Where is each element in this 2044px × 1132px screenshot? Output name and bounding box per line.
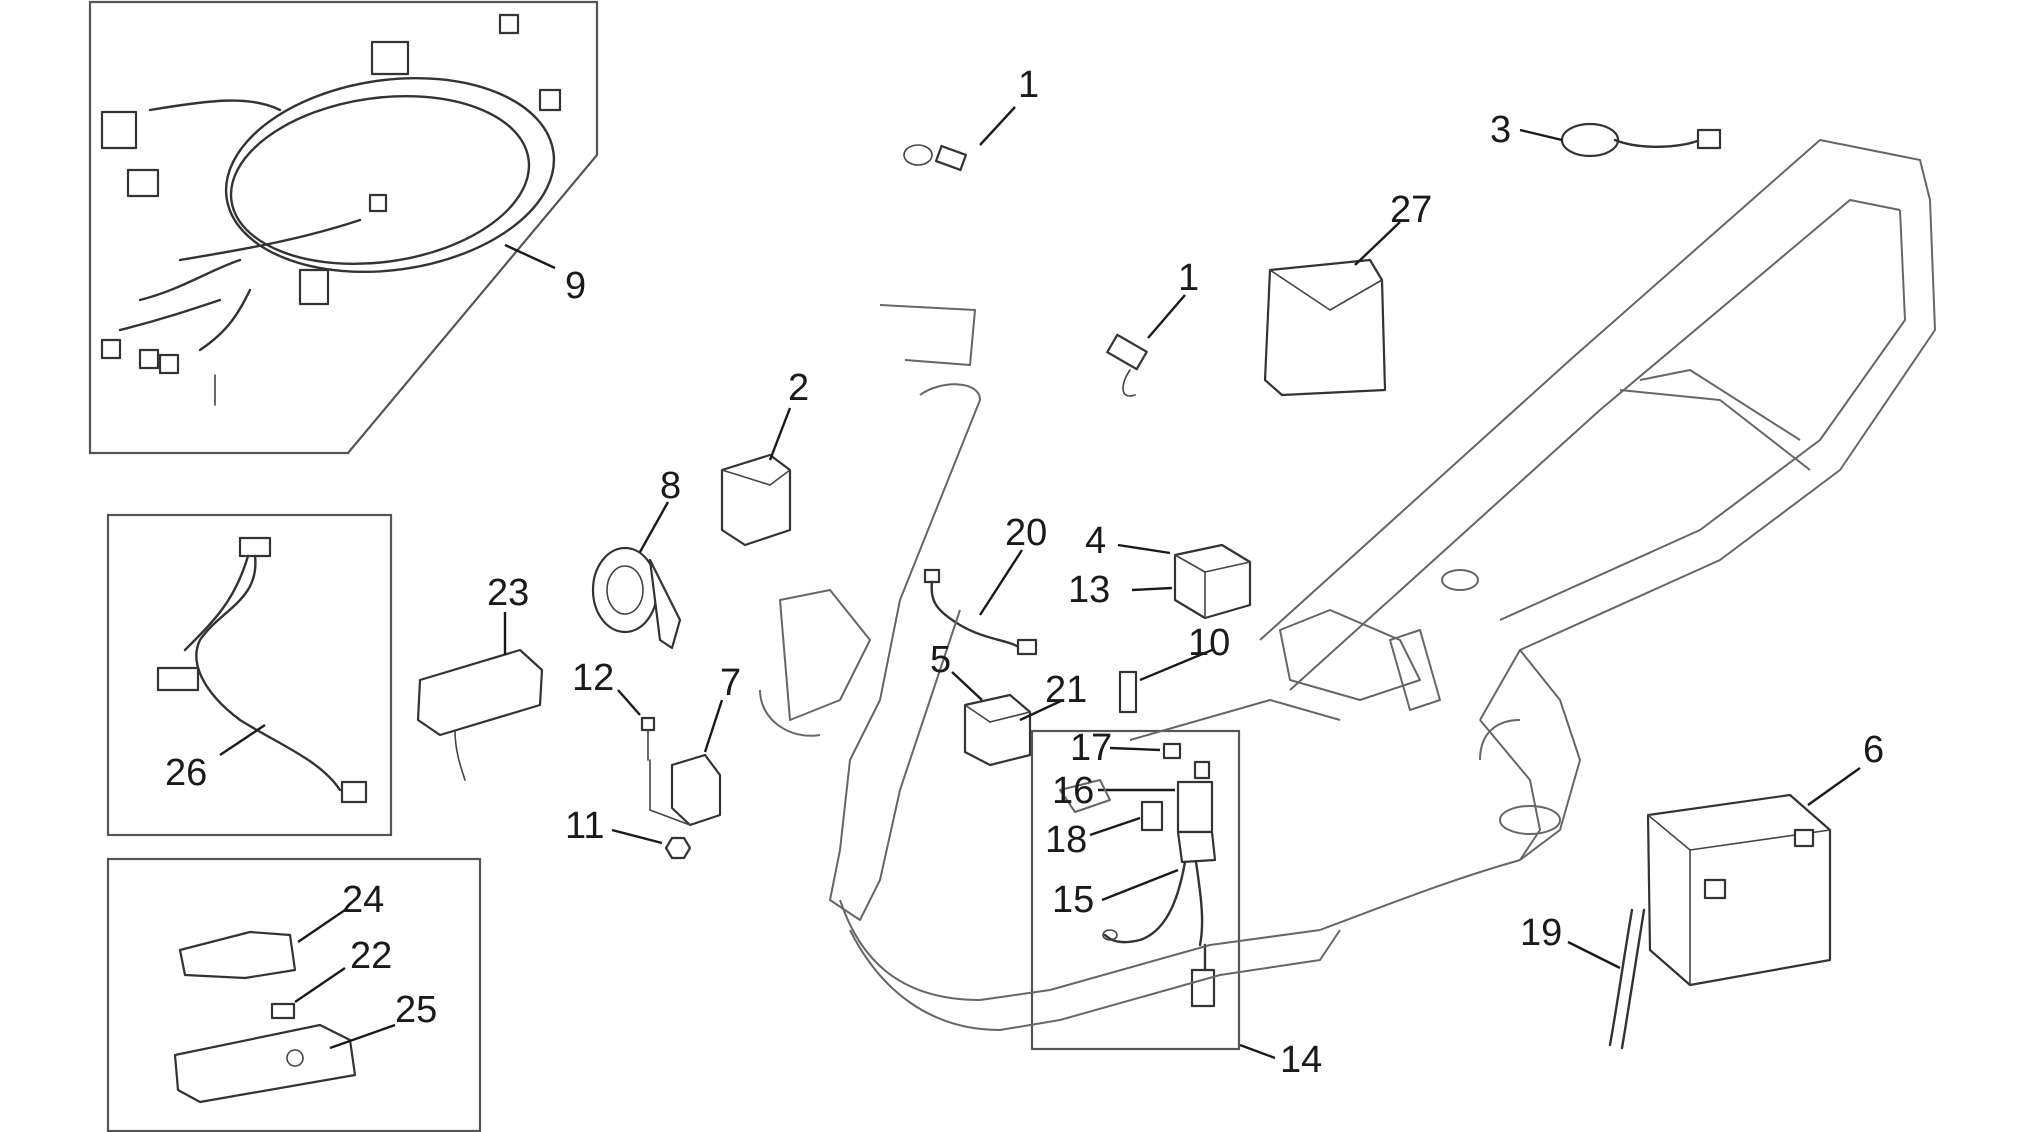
leader-15 (1101, 868, 1179, 902)
wiring-harness-drawing (100, 13, 562, 406)
callout-22: 22 (350, 935, 392, 977)
callout-9: 9 (565, 265, 586, 307)
leader-13 (1131, 586, 1173, 592)
callout-13: 13 (1068, 569, 1110, 611)
callout-17: 17 (1070, 727, 1112, 769)
leader-3 (1519, 128, 1563, 142)
part-23-drawing (416, 648, 544, 781)
leader-11 (611, 828, 663, 845)
callout-6: 6 (1863, 729, 1884, 771)
callout-5: 5 (930, 639, 951, 681)
wiring-harness-inset-box (88, 0, 599, 455)
leader-6 (1807, 767, 1861, 806)
leader-10 (1139, 648, 1213, 682)
leader-14 (1239, 1043, 1276, 1060)
cable-26-drawing (156, 536, 368, 804)
bolt-12-drawing (640, 716, 656, 761)
cable-inset-box (106, 513, 393, 837)
leader-26 (219, 724, 266, 756)
horn-drawing (591, 546, 682, 650)
callout-26: 26 (165, 752, 207, 794)
leader-5 (951, 671, 983, 701)
leader-24 (297, 909, 346, 943)
leader-12 (617, 689, 641, 716)
callout-7: 7 (720, 662, 741, 704)
callout-12: 12 (572, 657, 614, 699)
callout-14: 14 (1280, 1039, 1322, 1081)
relay-4-drawing (1173, 543, 1252, 620)
callout-20: 20 (1005, 512, 1047, 554)
switch-1-lower-drawing (1106, 333, 1148, 397)
relay-group-box (1030, 729, 1241, 1051)
callout-19: 19 (1520, 912, 1562, 954)
leader-8 (638, 501, 670, 553)
callout-10: 10 (1188, 622, 1230, 664)
relay-5-drawing (963, 693, 1032, 767)
callout-2: 2 (788, 367, 809, 409)
leader-7 (703, 699, 724, 753)
callout-18: 18 (1045, 819, 1087, 861)
callout-15: 15 (1052, 879, 1094, 921)
nut-11-drawing (664, 836, 692, 860)
callout-8: 8 (660, 465, 681, 507)
leader-2 (768, 407, 792, 461)
leader-1a (979, 106, 1016, 146)
leader-17 (1109, 746, 1161, 752)
callout-27: 27 (1390, 189, 1432, 231)
cable-20-drawing (923, 568, 1038, 656)
leader-21 (1019, 698, 1064, 722)
leader-25 (329, 1023, 396, 1050)
bracket-inset-box (106, 857, 482, 1132)
bracket-parts-drawing (173, 930, 357, 1104)
leader-18 (1089, 816, 1141, 837)
callout-1b: 1 (1178, 257, 1199, 299)
callout-11: 11 (565, 805, 604, 847)
leader-22 (294, 967, 346, 1003)
leader-1b (1147, 294, 1186, 339)
switch-1-upper-drawing (903, 144, 968, 172)
callout-24: 24 (342, 879, 384, 921)
sensor-3-drawing (1560, 122, 1722, 158)
callout-23: 23 (487, 572, 529, 614)
leader-27 (1354, 221, 1401, 266)
hose-19-drawing (1608, 908, 1646, 1050)
part-2-drawing (720, 453, 792, 547)
bracket-7-drawing (649, 753, 722, 827)
tool-pouch-27-drawing (1263, 258, 1387, 397)
leader-20 (978, 549, 1024, 616)
leader-4 (1117, 543, 1171, 555)
callout-21: 21 (1045, 669, 1087, 711)
callout-25: 25 (395, 989, 437, 1031)
fuse-10-drawing (1118, 670, 1138, 714)
callout-16: 16 (1052, 770, 1094, 812)
leader-19 (1567, 940, 1621, 970)
callout-1a: 1 (1018, 64, 1039, 106)
callout-4: 4 (1085, 520, 1106, 562)
battery-6-drawing (1646, 793, 1832, 987)
leader-9 (504, 243, 556, 270)
callout-3: 3 (1490, 109, 1511, 151)
scooter-frame-drawing (759, 139, 1936, 1031)
fuse-holder-drawing (1102, 742, 1217, 1008)
